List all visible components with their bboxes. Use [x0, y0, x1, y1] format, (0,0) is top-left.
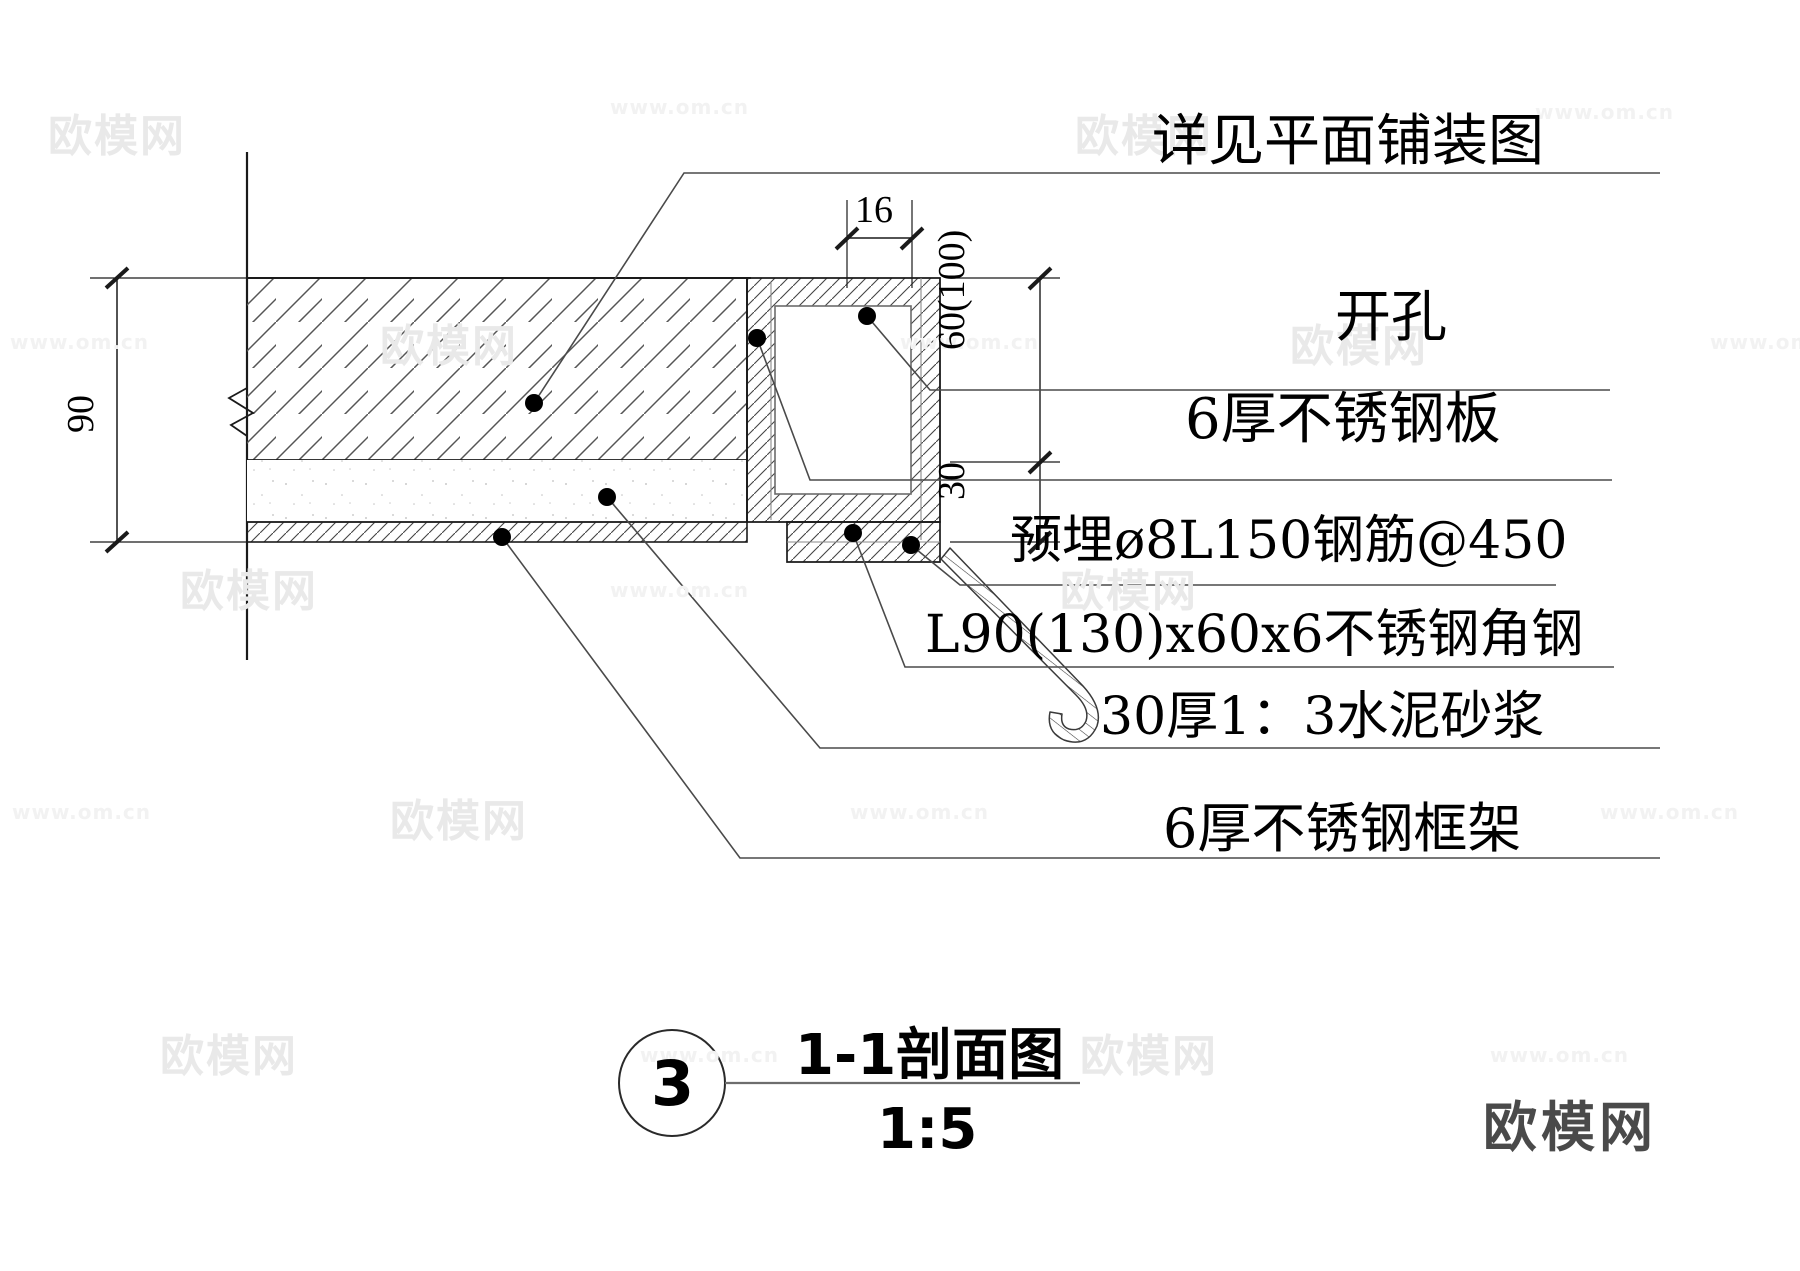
- annotation-plate: 6厚不锈钢板: [1185, 387, 1501, 452]
- annotation-paving: 详见平面铺装图: [1152, 109, 1544, 174]
- dimension-opening-16: [834, 200, 925, 288]
- annotation-opening: 开孔: [1335, 285, 1447, 350]
- leader-dot: [598, 488, 616, 506]
- annotation-frame: 6厚不锈钢框架: [1163, 797, 1522, 860]
- dimension-text-16: 16: [855, 189, 893, 231]
- leader-dot: [493, 528, 511, 546]
- leader-dot: [858, 307, 876, 325]
- mortar-layer: [247, 460, 747, 523]
- section-scale: 1:5: [877, 1097, 978, 1162]
- leader-dot: [902, 536, 920, 554]
- dimension-text-60-100: 60(100): [931, 229, 973, 350]
- title-block: [618, 1029, 1080, 1137]
- stainless-box-section: [746, 277, 941, 540]
- dimension-text-30: 30: [931, 462, 973, 500]
- detail-number: 3: [651, 1047, 695, 1120]
- brand-watermark-corner: 欧模网: [1483, 1096, 1657, 1159]
- paving-layer: [247, 277, 751, 461]
- embedded-rebar: [940, 547, 1100, 743]
- leader-dot: [844, 524, 862, 542]
- break-line: [227, 387, 255, 437]
- annotation-angle-steel: L90(130)x60x6不锈钢角钢: [925, 605, 1584, 665]
- annotation-rebar: 预埋ø8L150钢筋@450: [1010, 511, 1568, 571]
- leader-dot: [748, 329, 766, 347]
- section-title: 1-1剖面图: [795, 1023, 1065, 1088]
- leader-lines: [501, 172, 1660, 859]
- dimension-angle-30: [950, 462, 1060, 555]
- dimension-text-90: 90: [60, 395, 102, 433]
- leader-dots: [493, 307, 920, 554]
- dimension-overall-90: [90, 266, 247, 554]
- annotation-mortar: 30厚1：3水泥砂浆: [1100, 687, 1545, 747]
- leader-dot: [525, 394, 543, 412]
- drawing-geometry: [90, 152, 1660, 1137]
